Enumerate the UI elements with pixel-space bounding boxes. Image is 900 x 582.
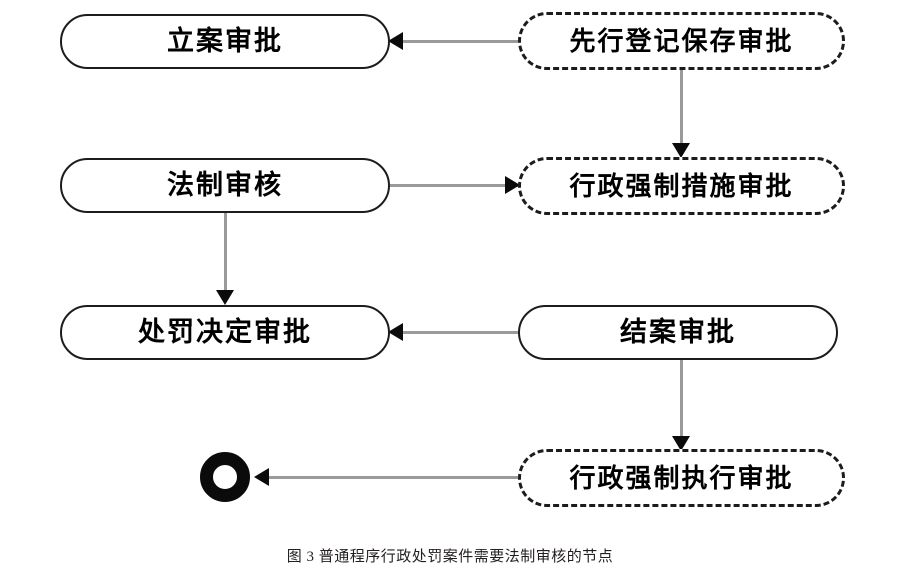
edge-compulsory-enforcement-to-end-state xyxy=(266,476,518,479)
node-administrative-compulsory-enforcement-approval[interactable]: 行政强制执行审批 xyxy=(518,449,845,507)
edge-advance-registration-to-case-filing xyxy=(392,40,518,43)
node-label: 立案审批 xyxy=(167,26,283,56)
edge-legal-review-to-compulsory-measure xyxy=(390,184,518,187)
arrowhead-down-icon xyxy=(672,436,690,451)
node-case-filing-approval[interactable]: 立案审批 xyxy=(60,14,390,69)
node-label: 先行登记保存审批 xyxy=(569,26,794,56)
arrowhead-left-icon xyxy=(254,468,269,486)
figure-caption: 图 3 普通程序行政处罚案件需要法制审核的节点 xyxy=(286,549,614,565)
arrowhead-down-icon xyxy=(216,290,234,305)
arrowhead-down-icon xyxy=(672,143,690,158)
node-penalty-decision-approval[interactable]: 处罚决定审批 xyxy=(60,305,390,360)
node-advance-registration-preservation-approval[interactable]: 先行登记保存审批 xyxy=(518,12,845,70)
arrowhead-right-icon xyxy=(505,176,520,194)
arrowhead-left-icon xyxy=(388,32,403,50)
edge-case-closing-to-penalty-decision xyxy=(392,331,518,334)
node-label: 行政强制措施审批 xyxy=(569,171,794,201)
edge-advance-registration-to-compulsory-measure xyxy=(680,70,683,155)
node-case-closing-approval[interactable]: 结案审批 xyxy=(518,305,838,360)
edge-legal-review-to-penalty-decision xyxy=(224,213,227,295)
node-label: 结案审批 xyxy=(620,317,736,347)
node-end-state[interactable] xyxy=(200,452,250,502)
node-label: 处罚决定审批 xyxy=(138,317,312,347)
node-label: 法制审核 xyxy=(167,170,283,200)
node-legal-review[interactable]: 法制审核 xyxy=(60,158,390,213)
arrowhead-left-icon xyxy=(388,323,403,341)
node-label: 行政强制执行审批 xyxy=(569,463,794,493)
edge-case-closing-to-compulsory-enforcement xyxy=(680,360,683,448)
node-administrative-compulsory-measure-approval[interactable]: 行政强制措施审批 xyxy=(518,157,845,215)
